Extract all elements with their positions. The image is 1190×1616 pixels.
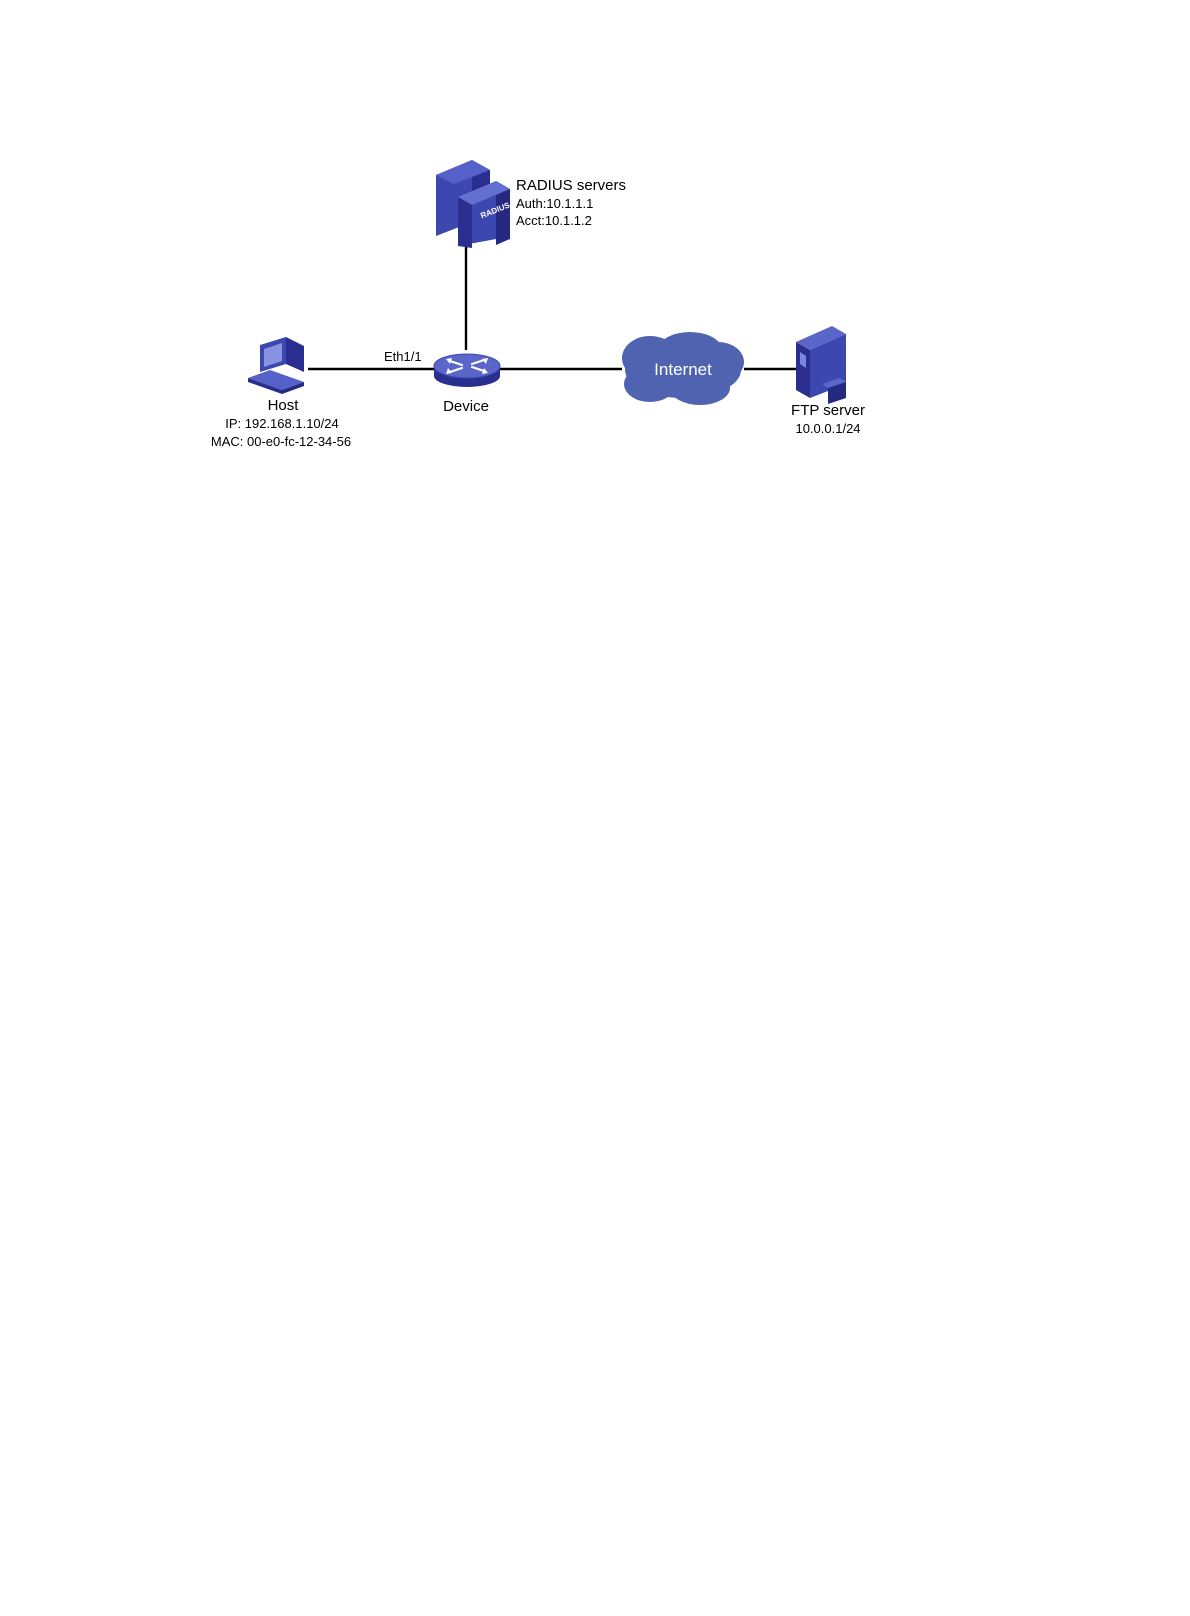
cloud-icon: Internet xyxy=(622,332,744,405)
host-mac: MAC: 00-e0-fc-12-34-56 xyxy=(211,434,351,449)
ftp-server-icon xyxy=(796,326,846,404)
device-port-label: Eth1/1 xyxy=(384,349,422,364)
radius-auth-address: Auth:10.1.1.1 xyxy=(516,196,593,211)
radius-title: RADIUS servers xyxy=(516,177,626,194)
switch-icon xyxy=(434,354,500,387)
computer-icon xyxy=(248,337,304,394)
internet-label: Internet xyxy=(654,360,712,379)
radius-acct-address: Acct:10.1.1.2 xyxy=(516,213,592,228)
ftp-server-ip: 10.0.0.1/24 xyxy=(795,421,860,436)
host-name: Host xyxy=(268,397,300,414)
radius-server-icon: RADIUS xyxy=(436,160,512,248)
ftp-server-name: FTP server xyxy=(791,402,865,419)
host-ip: IP: 192.168.1.10/24 xyxy=(225,416,338,431)
device-name: Device xyxy=(443,398,489,415)
